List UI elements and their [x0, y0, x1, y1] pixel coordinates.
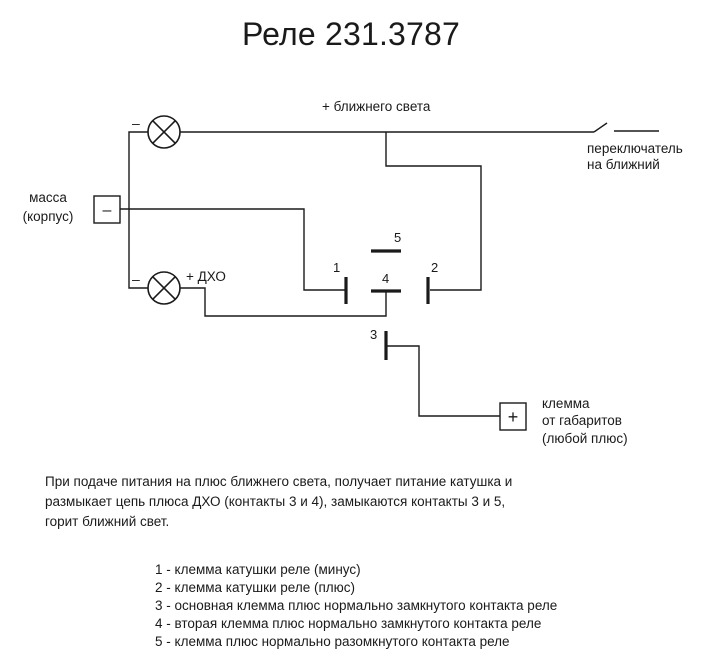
terminal-label-line3: (любой плюс) [542, 431, 628, 446]
terminal-label-line1: клемма [542, 396, 590, 411]
wire-ground-to-pin1 [120, 208, 345, 291]
lamp-low-beam [147, 115, 181, 149]
ground-terminal: – [93, 195, 121, 224]
low-beam-plus-label: + ближнего света [322, 99, 431, 114]
diagram-title: Реле 231.3787 [241, 16, 461, 52]
minus-sign-top: – [132, 115, 140, 131]
pin-legend: 1 - клемма катушки реле (минус) 2 - клем… [155, 561, 557, 651]
terminal-label-line2: от габаритов [542, 413, 622, 428]
description-line: При подаче питания на плюс ближнего свет… [45, 474, 513, 489]
ground-label-line1: масса [29, 190, 67, 205]
switch-label-line2: на ближний [587, 157, 660, 172]
minus-sign-bottom: – [132, 271, 140, 287]
legend-item: 2 - клемма катушки реле (плюс) [155, 580, 356, 595]
pin-label-2: 2 [431, 260, 438, 275]
description-line: горит ближний свет. [45, 514, 170, 529]
ground-label-line2: (корпус) [23, 209, 74, 224]
pin-label-3: 3 [370, 327, 377, 342]
pin-label-5: 5 [394, 230, 401, 245]
plus-terminal-sign: + [508, 407, 519, 427]
switch-label-line1: переключатель [587, 141, 683, 156]
description-line: размыкает цепь плюса ДХО (контакты 3 и 4… [45, 494, 506, 509]
legend-item: 4 - вторая клемма плюс нормально замкнут… [155, 616, 542, 631]
legend-item: 1 - клемма катушки реле (минус) [155, 562, 361, 577]
ground-terminal-sign: – [103, 202, 112, 219]
wire-pin3-to-terminal [386, 345, 500, 417]
legend-item: 3 - основная клемма плюс нормально замкн… [155, 598, 558, 613]
wire-drl-to-pin4 [180, 287, 387, 317]
description-paragraph: При подаче питания на плюс ближнего свет… [45, 472, 665, 532]
wire-ground-bus [128, 131, 148, 289]
pin-label-1: 1 [333, 260, 340, 275]
wires [120, 122, 659, 417]
wire-to-pin2 [385, 132, 482, 291]
lamp-drl [147, 271, 181, 305]
legend-item: 5 - клемма плюс нормально разомкнутого к… [155, 634, 510, 649]
switch-blade [593, 122, 608, 133]
relay-contacts [344, 249, 430, 360]
drl-plus-label: + ДХО [186, 269, 226, 284]
marker-lights-terminal: + [499, 402, 527, 431]
pin-label-4: 4 [382, 271, 389, 286]
